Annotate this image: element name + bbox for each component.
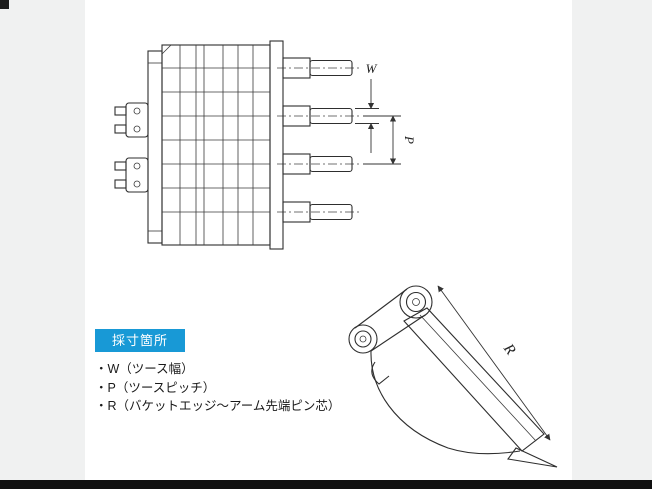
corner-mark	[0, 0, 9, 9]
dimension-p: P	[363, 115, 417, 165]
legend-item-w: ・W（ツース幅）	[95, 362, 194, 376]
dimension-w: W	[355, 61, 379, 153]
legend-list: ・W（ツース幅） ・P（ツースピッチ） ・R（バケットエッジ～アーム先端ピン芯）	[95, 360, 340, 416]
bucket-teeth	[277, 57, 361, 223]
dimension-label-w: W	[366, 61, 378, 76]
dimension-label-p: P	[402, 135, 417, 144]
left-mounting-lugs	[114, 102, 149, 193]
legend-item-r: ・R（バケットエッジ～アーム先端ピン芯）	[95, 399, 341, 413]
diagram-panel: W P	[85, 0, 572, 480]
bucket-side-view-drawing: R	[348, 285, 558, 468]
badge-label: 採寸箇所	[111, 333, 168, 348]
bucket-top-outline	[147, 40, 284, 250]
measurement-points-badge: 採寸箇所	[95, 329, 185, 352]
footer-bar	[0, 480, 652, 489]
legend-item-p: ・P（ツースピッチ）	[95, 380, 216, 395]
arm-pin-bosses	[348, 285, 433, 354]
dimension-r: R	[437, 285, 551, 441]
dimension-label-r: R	[499, 340, 518, 358]
bucket-top-view-drawing: W P	[114, 40, 417, 250]
